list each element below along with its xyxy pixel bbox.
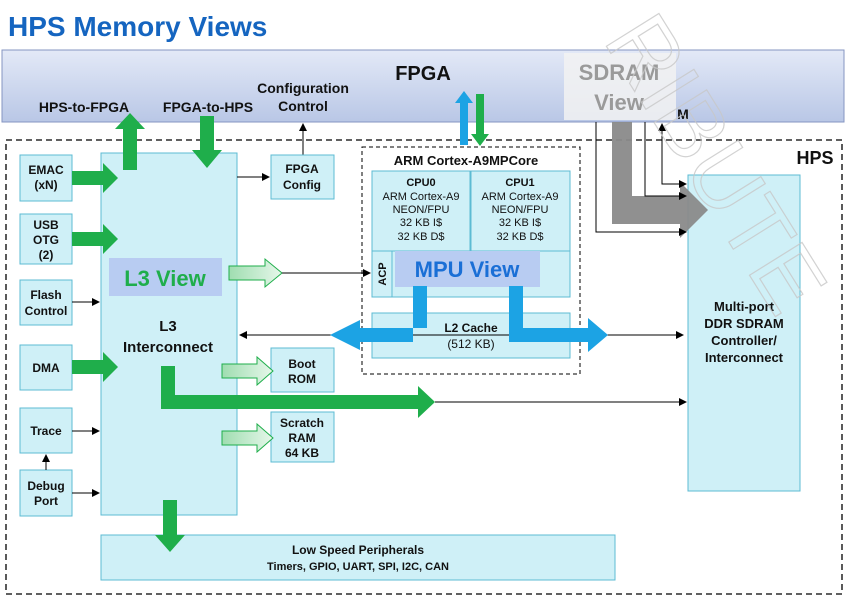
flash-control-block	[19, 279, 73, 326]
mpu-view-left-arrow	[330, 286, 427, 350]
l3-to-scratch-ram-hollow-arrow	[221, 422, 274, 454]
low-speed-peripherals-block	[100, 534, 616, 581]
configuration-control-label-2: Control	[278, 98, 328, 114]
hps-to-fpga-label: HPS-to-FPGA	[39, 99, 129, 115]
sdram-view-label-bg	[564, 53, 676, 120]
hps-label: HPS	[796, 148, 833, 168]
acp-block	[371, 250, 393, 298]
boot-rom-block	[270, 347, 335, 393]
fpga-label: FPGA	[395, 63, 451, 85]
cpu0-label-4: 32 KB I$	[400, 217, 442, 229]
dma-label: DMA	[32, 361, 60, 375]
cpu1-label-3: NEON/FPU	[492, 204, 549, 216]
l2-cache-label-1: L2 Cache	[444, 321, 498, 335]
trace-label: Trace	[30, 424, 62, 438]
debug-port-block	[19, 469, 73, 517]
cpu0-label-5: 32 KB D$	[397, 231, 444, 243]
sdram-view-label-2: View	[594, 90, 645, 115]
l3-to-boot-rom-hollow-arrow	[221, 355, 274, 387]
usb-label-2: OTG	[33, 233, 59, 247]
sdram-view-label-1: SDRAM	[579, 60, 660, 85]
fpga-config-label-2: Config	[283, 178, 321, 192]
cpu1-block	[470, 170, 571, 252]
usb-label-3: (2)	[39, 248, 54, 262]
boot-rom-label-1: Boot	[288, 357, 315, 371]
boot-rom-label-2: ROM	[288, 372, 316, 386]
mpu-core-region	[361, 146, 581, 375]
cpu1-label-2: ARM Cortex-A9	[481, 191, 558, 203]
configuration-control-label-1: Configuration	[257, 80, 349, 96]
flash-label-2: Control	[25, 304, 68, 318]
ddr-label-3: Controller/	[711, 333, 777, 348]
l3-view-label-bg	[109, 258, 222, 296]
mpu-title: ARM Cortex-A9MPCore	[394, 153, 538, 168]
l3-name-line1: L3	[159, 318, 177, 335]
acp-label: ACP	[377, 262, 389, 285]
peripherals-label-2: Timers, GPIO, UART, SPI, I2C, CAN	[267, 561, 449, 573]
scratch-ram-block	[270, 411, 335, 463]
fpga-ddr-connector-1	[595, 122, 687, 236]
cpu0-label-3: NEON/FPU	[393, 204, 450, 216]
fpga-to-acp-blue-arrow	[455, 91, 473, 145]
hps-region	[5, 139, 843, 595]
cpu1-label-4: 32 KB I$	[499, 217, 541, 229]
scratch-ram-label-3: 64 KB	[285, 446, 319, 460]
cpu1-label-5: 32 KB D$	[496, 231, 543, 243]
fpga-ddr-connector-2	[644, 122, 687, 200]
emac-to-l3-arrow	[72, 163, 118, 193]
l3-view-label: L3 View	[124, 266, 206, 291]
mpu-view-label: MPU View	[415, 257, 521, 282]
fpga-config-block	[270, 154, 335, 200]
usb-label-1: USB	[33, 218, 59, 232]
fpga-to-hps-label: FPGA-to-HPS	[163, 99, 253, 115]
trace-block	[19, 407, 73, 454]
sdram-suffix-label: M	[677, 106, 689, 122]
flash-label-1: Flash	[30, 288, 61, 302]
l3-to-peripherals-arrow	[155, 500, 185, 552]
ddr-label-1: Multi-port	[714, 299, 775, 314]
debug-label-1: Debug	[27, 479, 64, 493]
ddr-label-2: DDR SDRAM	[704, 316, 783, 331]
emac-label-1: EMAC	[28, 163, 64, 177]
mpu-view-label-bg	[395, 251, 540, 287]
page-title: HPS Memory Views	[8, 11, 267, 42]
scratch-ram-label-2: RAM	[288, 431, 315, 445]
emac-block	[19, 154, 73, 202]
cpu0-label-1: CPU0	[406, 177, 435, 189]
cpu0-label-2: ARM Cortex-A9	[382, 191, 459, 203]
fpga-config-label-1: FPGA	[285, 162, 319, 176]
l3-to-acp-hollow-arrow	[228, 257, 283, 289]
usb-to-l3-arrow	[72, 224, 118, 254]
peripherals-label-1: Low Speed Peripherals	[292, 543, 424, 557]
debug-label-2: Port	[34, 494, 58, 508]
emac-label-2: (xN)	[34, 178, 57, 192]
l3-name-line2: Interconnect	[123, 339, 213, 356]
ddr-controller-block	[687, 174, 801, 492]
fpga-region	[1, 49, 845, 123]
scratch-ram-label-1: Scratch	[280, 416, 324, 430]
sdram-view-gray-arrow	[612, 122, 708, 238]
l3-interconnect-block	[100, 152, 238, 516]
usb-otg-block	[19, 213, 73, 265]
fpga-to-acp-green-arrow	[471, 94, 489, 146]
l3-to-ddr-arrow	[161, 366, 435, 418]
dma-to-l3-arrow	[72, 352, 118, 382]
ddr-label-4: Interconnect	[705, 350, 784, 365]
fpga-ddr-connector-3	[661, 136, 687, 188]
fpga-to-hps-arrow	[192, 116, 222, 168]
hps-to-fpga-arrow	[115, 113, 145, 170]
l2-cache-label-2: (512 KB)	[447, 337, 494, 351]
mpu-view-right-arrow	[509, 286, 608, 352]
cpu1-label-1: CPU1	[505, 177, 534, 189]
